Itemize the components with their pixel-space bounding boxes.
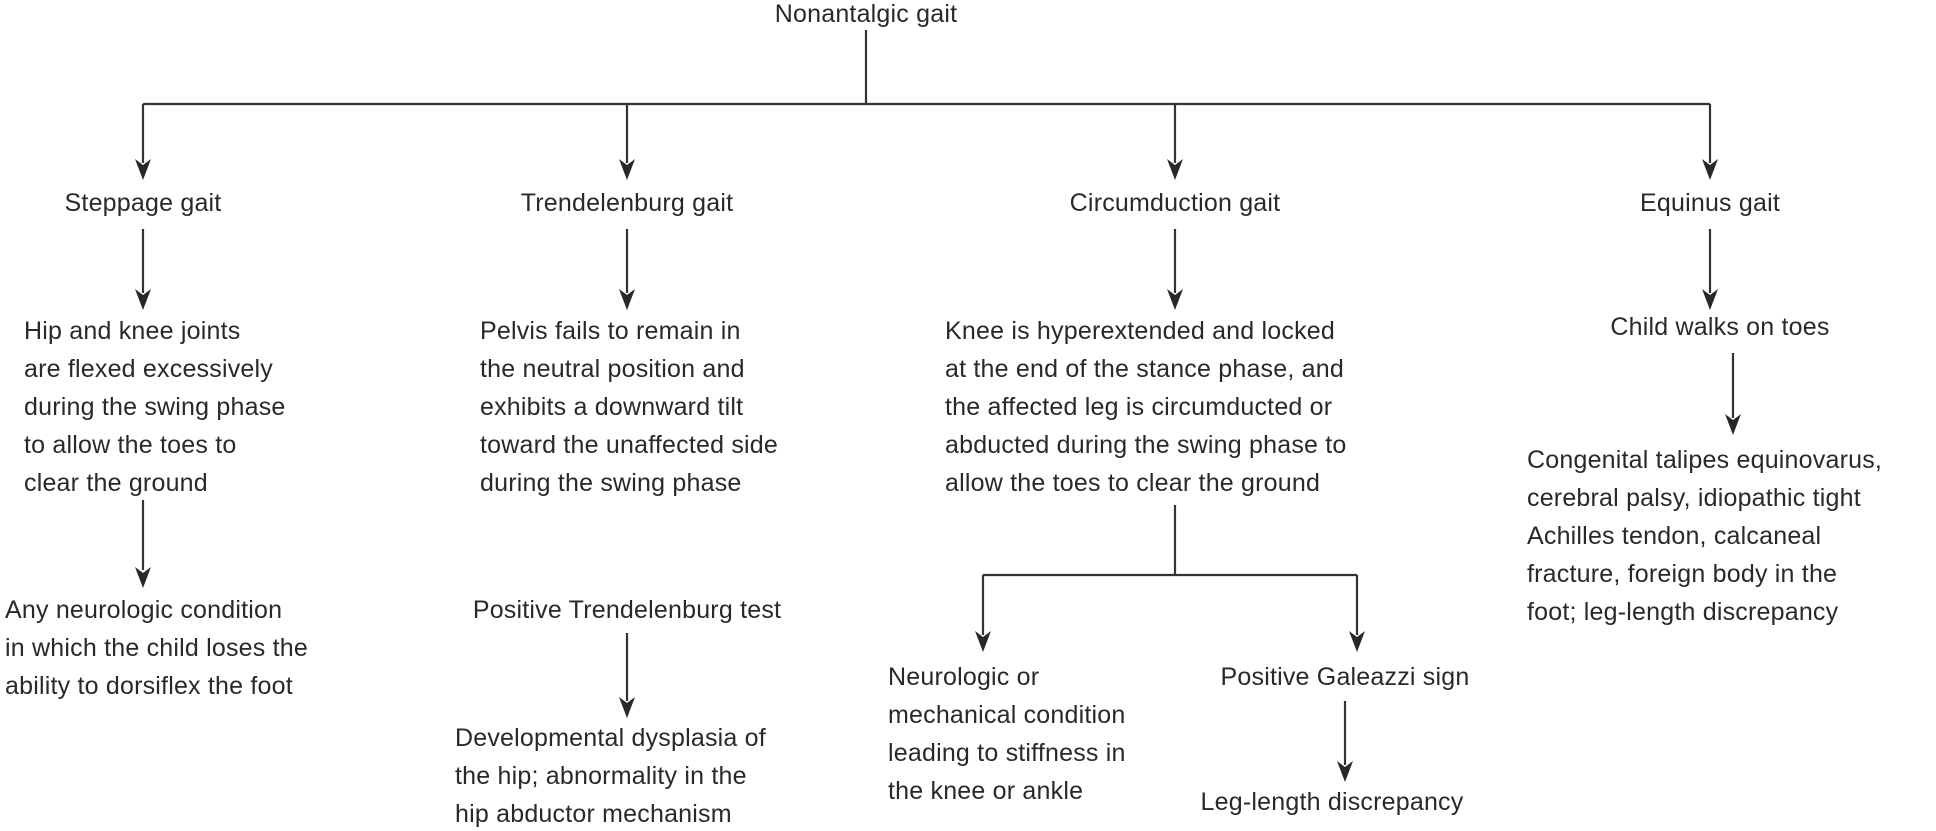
heading-circumduction-gait: Circumduction gait: [1069, 189, 1281, 217]
outcome-trendelenburg: Developmental dysplasia of the hip; abno…: [455, 724, 766, 828]
arrow-equinus-description: [1702, 229, 1718, 310]
arrow-steppage-description: [135, 229, 151, 310]
description-equinus: Child walks on toes: [1610, 313, 1830, 341]
description-steppage: Hip and knee joints are flexed excessive…: [24, 317, 286, 497]
root-node-title: Nonantalgic gait: [774, 0, 958, 28]
arrow-to-circumduction-heading: [1167, 104, 1183, 180]
arrow-circumduction-description: [1167, 229, 1183, 310]
finding-galeazzi-sign: Positive Galeazzi sign: [1220, 663, 1470, 691]
arrow-galeazzi-outcome: [1337, 701, 1353, 782]
finding-trendelenburg-test: Positive Trendelenburg test: [472, 596, 782, 624]
arrow-trendelenburg-outcome: [619, 633, 635, 718]
arrow-to-steppage-heading: [135, 104, 151, 180]
description-trendelenburg: Pelvis fails to remain in the neutral po…: [480, 317, 778, 497]
arrow-to-trendelenburg-heading: [619, 104, 635, 180]
arrow-circumduction-left-branch: [975, 575, 991, 652]
arrow-to-equinus-heading: [1702, 104, 1718, 180]
arrow-trendelenburg-description: [619, 229, 635, 310]
heading-steppage-gait: Steppage gait: [64, 189, 222, 217]
outcome-steppage: Any neurologic condition in which the ch…: [5, 596, 308, 700]
heading-equinus-gait: Equinus gait: [1640, 189, 1780, 217]
outcome-circumduction-right: Leg-length discrepancy: [1200, 788, 1464, 816]
outcome-equinus: Congenital talipes equinovarus, cerebral…: [1527, 446, 1883, 626]
heading-trendelenburg-gait: Trendelenburg gait: [520, 189, 734, 217]
outcome-circumduction-left: Neurologic or mechanical condition leadi…: [888, 663, 1126, 805]
arrow-equinus-outcome: [1725, 353, 1741, 435]
description-circumduction: Knee is hyperextended and locked at the …: [945, 317, 1347, 497]
arrow-circumduction-right-branch: [1349, 575, 1365, 652]
arrow-steppage-outcome: [135, 500, 151, 588]
